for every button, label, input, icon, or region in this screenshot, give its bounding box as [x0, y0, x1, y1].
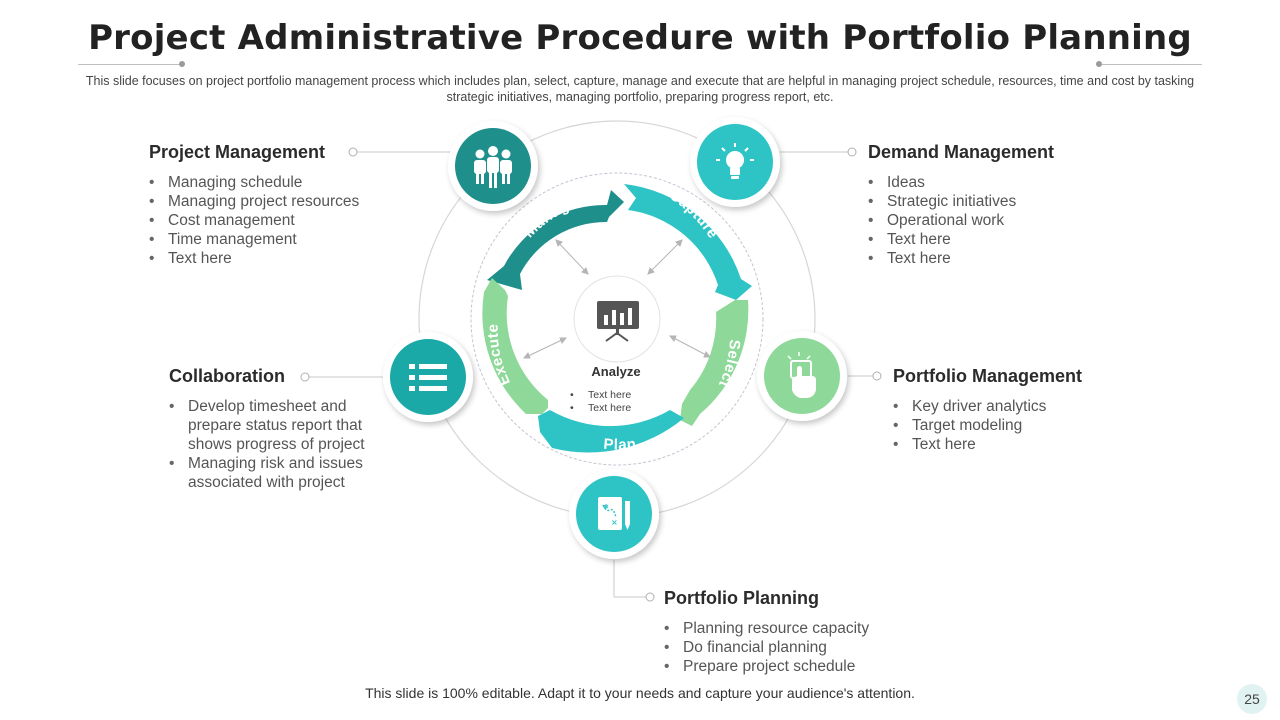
svg-text:✱: ✱	[603, 503, 609, 511]
team-icon	[474, 146, 512, 188]
list-item: Managing risk and issues associated with…	[169, 454, 379, 492]
title-rule-dot-left	[179, 61, 185, 67]
list-item: Strategic initiatives	[868, 192, 1128, 211]
list-item: Planning resource capacity	[664, 619, 944, 638]
collaboration-title: Collaboration	[169, 366, 285, 386]
touch-hand-icon	[787, 352, 816, 398]
arc-plan	[538, 410, 684, 453]
lightbulb-icon-circle	[690, 117, 780, 207]
list-icon	[409, 364, 447, 391]
portfolio-management-block: Portfolio Management Key driver analytic…	[893, 366, 1153, 454]
title-rule-dot-right	[1096, 61, 1102, 67]
list-item: Text here	[893, 435, 1153, 454]
portfolio-management-title: Portfolio Management	[893, 366, 1083, 386]
list-icon-circle	[383, 332, 473, 422]
list-item: Managing project resources	[149, 192, 409, 211]
project-management-list: Managing schedule Managing project resou…	[149, 173, 409, 268]
cycle-arcs	[482, 184, 752, 453]
strategy-plan-icon-circle: ✱ ×	[569, 469, 659, 559]
inner-arrows	[522, 239, 712, 359]
list-item: Prepare project schedule	[664, 657, 944, 676]
list-item: Target modeling	[893, 416, 1153, 435]
presentation-board-icon	[597, 301, 639, 342]
project-management-title: Project Management	[149, 142, 326, 162]
slide-title: Project Administrative Procedure with Po…	[88, 18, 1192, 58]
connector-dots	[300, 147, 882, 602]
center-list: Text here Text here	[570, 389, 631, 415]
demand-management-block: Demand Management Ideas Strategic initia…	[868, 142, 1128, 268]
arc-execute	[482, 278, 548, 414]
list-item: Managing schedule	[149, 173, 409, 192]
demand-management-title: Demand Management	[868, 142, 1055, 162]
portfolio-planning-title: Portfolio Planning	[664, 588, 819, 608]
list-item: Text here	[868, 249, 1128, 268]
page-number: 25	[1237, 684, 1267, 714]
svg-text:×: ×	[611, 518, 618, 527]
demand-management-list: Ideas Strategic initiatives Operational …	[868, 173, 1128, 268]
list-item: Ideas	[868, 173, 1128, 192]
footer-note: This slide is 100% editable. Adapt it to…	[365, 685, 915, 701]
list-item: Text here	[149, 249, 409, 268]
label-plan: Plan	[603, 436, 637, 454]
collaboration-list: Develop timesheet and prepare status rep…	[169, 397, 379, 492]
touch-hand-icon-circle	[757, 331, 847, 421]
project-management-block: Project Management Managing schedule Man…	[149, 142, 409, 268]
portfolio-planning-list: Planning resource capacity Do financial …	[664, 619, 944, 676]
portfolio-planning-block: Portfolio Planning Planning resource cap…	[664, 588, 944, 676]
collaboration-block: Collaboration Develop timesheet and prep…	[169, 366, 379, 492]
list-item: Do financial planning	[664, 638, 944, 657]
list-item: Text here	[868, 230, 1128, 249]
arc-manage	[487, 190, 624, 290]
team-icon-circle	[448, 121, 538, 211]
arc-capture	[624, 184, 752, 300]
list-item: Operational work	[868, 211, 1128, 230]
slide-subtitle: This slide focuses on project portfolio …	[85, 74, 1195, 104]
list-item: Text here	[570, 402, 631, 415]
portfolio-management-list: Key driver analytics Target modeling Tex…	[893, 397, 1153, 454]
list-item: Cost management	[149, 211, 409, 230]
list-item: Key driver analytics	[893, 397, 1153, 416]
arc-select	[680, 300, 749, 426]
connector-lines	[307, 151, 876, 598]
list-item: Develop timesheet and prepare status rep…	[169, 397, 379, 454]
title-rule-right	[1098, 64, 1202, 65]
center-label: Analyze	[591, 364, 641, 379]
title-rule-left	[78, 64, 182, 65]
strategy-plan-icon: ✱ ×	[598, 497, 630, 530]
list-item: Time management	[149, 230, 409, 249]
list-item: Text here	[570, 389, 631, 402]
lightbulb-icon	[716, 143, 754, 179]
